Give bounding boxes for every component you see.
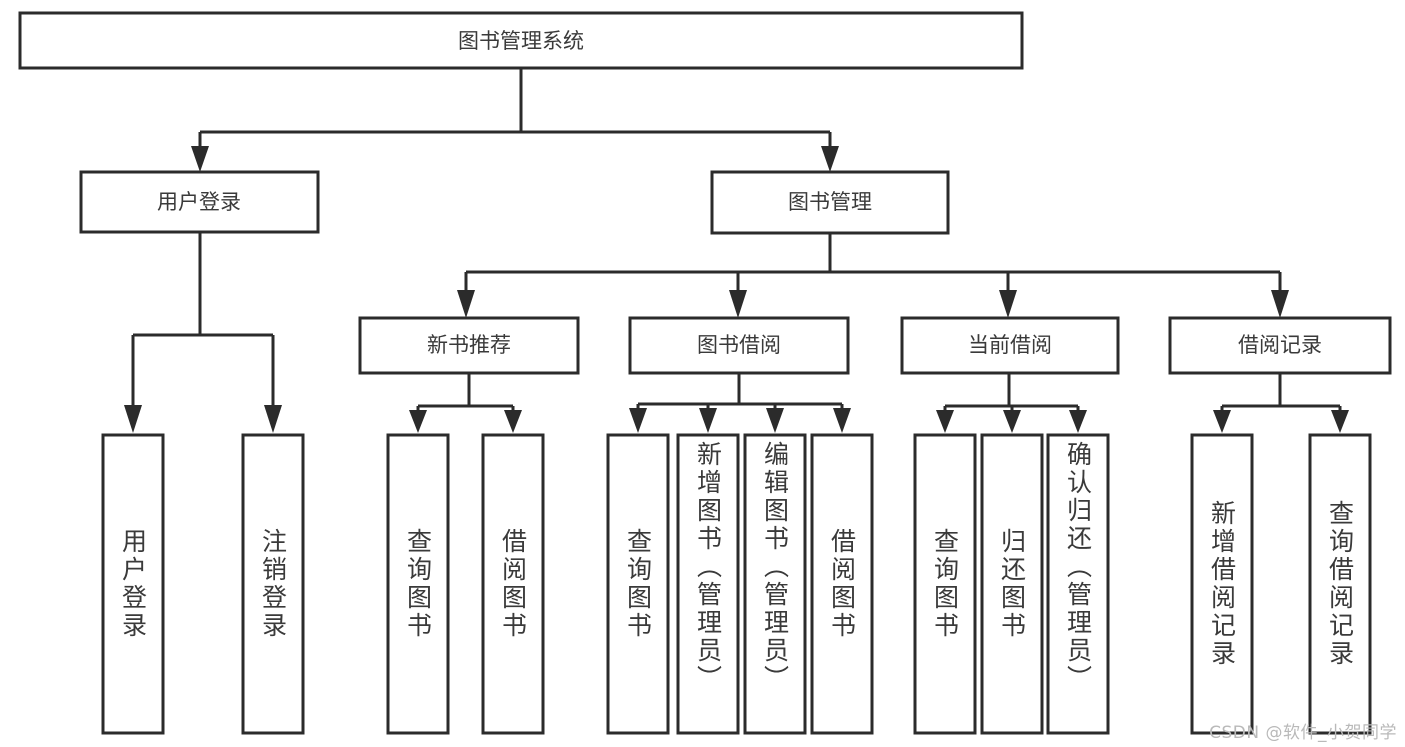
node-borrow-records-label: 借阅记录 [1238, 333, 1322, 357]
arrowhead-book-mgmt [821, 146, 839, 172]
arrowhead-cb-leaf-2 [1003, 410, 1021, 433]
arrowhead-br-leaf-1 [1213, 410, 1231, 433]
leaf-book-borrow-3[interactable] [810, 433, 874, 735]
leaf-user-login-1[interactable] [241, 433, 305, 735]
leaf-borrow-records-1[interactable] [1308, 433, 1372, 735]
node-current-borrow-label: 当前借阅 [968, 333, 1052, 357]
arrowhead-user-login [191, 146, 209, 172]
arrowhead-nbr-leaf-2 [504, 410, 522, 433]
node-user-login[interactable] [79, 170, 320, 234]
connector-group-borrow-records [1213, 373, 1349, 433]
leaf-new-book-recommend-1[interactable] [481, 433, 545, 735]
node-book-borrow-label: 图书借阅 [697, 333, 781, 357]
arrowhead-br-leaf-2 [1331, 410, 1349, 433]
arrowhead-leaf-user-login-1 [124, 405, 142, 433]
connector-group-book-mgmt [457, 233, 1289, 318]
arrowhead-cb-leaf-1 [936, 410, 954, 433]
arrowhead-book-borrow [729, 290, 747, 318]
arrowhead-borrow-records [1271, 290, 1289, 318]
connector-group-current-borrow [936, 373, 1087, 433]
node-book-management[interactable] [710, 170, 950, 235]
connector-group-book-borrow [629, 373, 851, 433]
watermark-text: CSDN @软件_小贺同学 [1209, 723, 1397, 743]
arrowhead-bb-leaf-3 [766, 408, 784, 433]
node-borrow-records[interactable] [1168, 316, 1392, 375]
leaf-borrow-records-0[interactable] [1190, 433, 1254, 735]
node-book-management-label: 图书管理 [788, 190, 872, 214]
arrowhead-bb-leaf-2 [699, 408, 717, 433]
connector-group-root [191, 68, 839, 172]
arrowhead-bb-leaf-4 [833, 408, 851, 433]
node-user-login-label: 用户登录 [157, 190, 241, 214]
arrowhead-new-book-recommend [457, 290, 475, 318]
connector-group-new-book-recommend [409, 373, 522, 433]
node-book-borrow[interactable] [628, 316, 850, 375]
leaf-book-borrow-2[interactable] [743, 433, 807, 735]
arrowhead-current-borrow [999, 290, 1017, 318]
node-new-book-recommend-label: 新书推荐 [427, 333, 511, 357]
leaf-new-book-recommend-0[interactable] [386, 433, 450, 735]
arrowhead-nbr-leaf-1 [409, 410, 427, 433]
leaf-current-borrow-2[interactable] [1046, 433, 1110, 735]
node-root[interactable] [18, 11, 1024, 70]
node-current-borrow[interactable] [900, 316, 1120, 375]
node-root-label: 图书管理系统 [458, 29, 584, 53]
connector-group-user-login [124, 232, 282, 433]
leaf-book-borrow-1[interactable] [676, 433, 740, 735]
leaf-current-borrow-1[interactable] [980, 433, 1044, 735]
leaf-current-borrow-0[interactable] [913, 433, 977, 735]
leaf-user-login-0[interactable] [101, 433, 165, 735]
arrowhead-cb-leaf-3 [1069, 410, 1087, 433]
leaf-book-borrow-0[interactable] [606, 433, 670, 735]
node-new-book-recommend[interactable] [358, 316, 580, 375]
arrowhead-bb-leaf-1 [629, 408, 647, 433]
arrowhead-leaf-user-login-2 [264, 405, 282, 433]
